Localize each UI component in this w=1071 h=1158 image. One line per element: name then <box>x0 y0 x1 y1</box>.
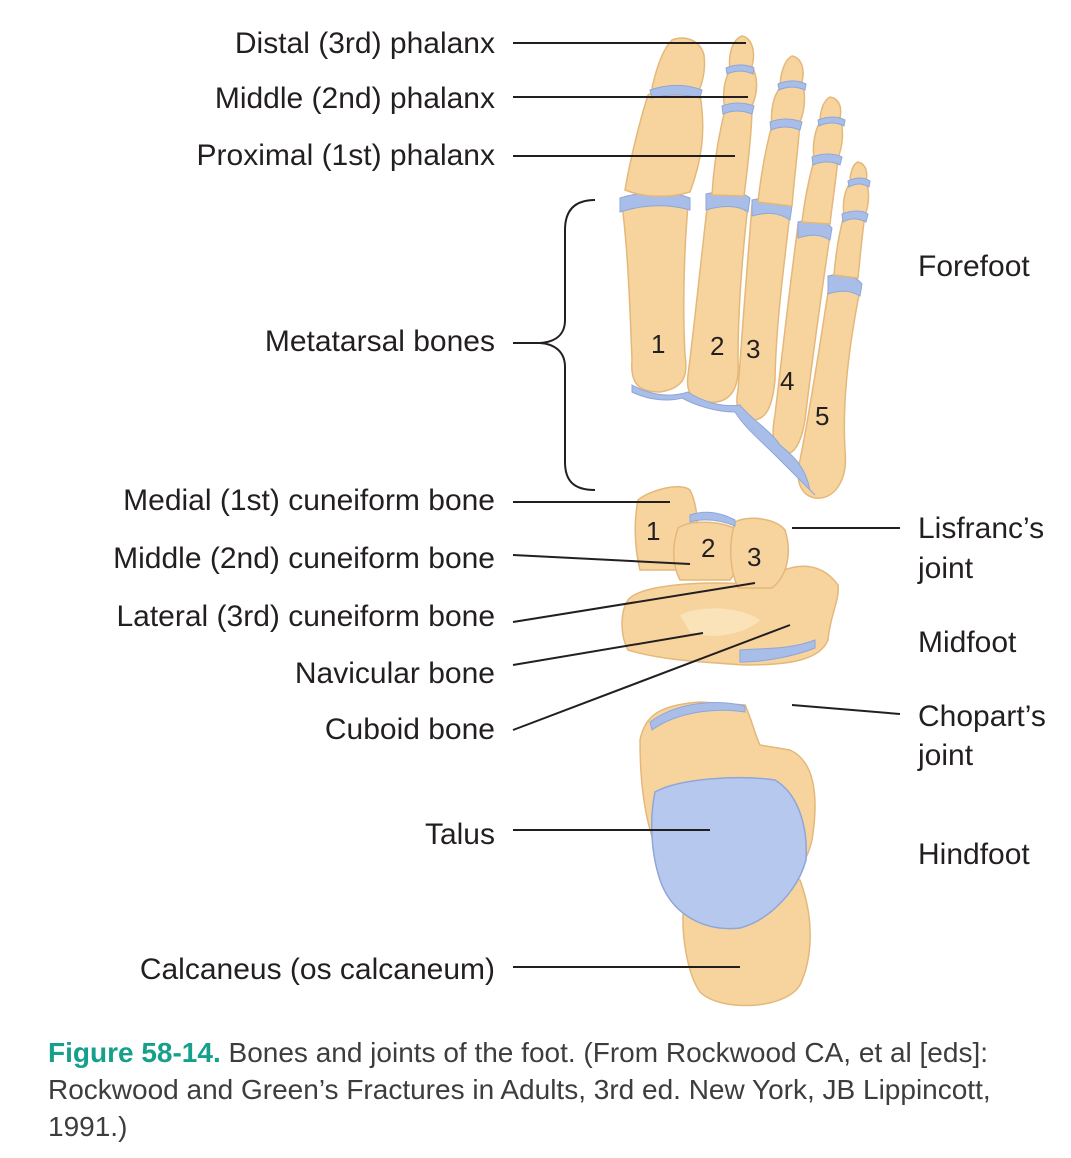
label-chopart-joint-line1: Chopart’s <box>918 700 1046 733</box>
big-toe-proximal-phalanx <box>624 89 704 198</box>
metatarsal-number: 1 <box>651 329 665 359</box>
label-lisfranc-joint-line1: Lisfranc’s <box>918 512 1044 545</box>
caption-text: Bones and joints of the foot. (From Rock… <box>48 1037 991 1142</box>
label-middle-cuneiform: Middle (2nd) cuneiform bone <box>113 542 495 575</box>
metatarsal-base-cartilage <box>631 384 816 496</box>
lateral-cuneiform-bone <box>729 517 790 589</box>
label-metatarsal-bones: Metatarsal bones <box>265 325 495 358</box>
label-distal-phalanx: Distal (3rd) phalanx <box>235 27 495 60</box>
label-midfoot: Midfoot <box>918 626 1017 659</box>
left-labels: Distal (3rd) phalanx Middle (2nd) phalan… <box>113 27 495 986</box>
label-lisfranc-joint-line2: joint <box>917 552 974 585</box>
metatarsal-bracket <box>539 199 596 491</box>
toe-3-cartilage <box>769 80 807 131</box>
talus-articular-surface <box>650 777 808 930</box>
talus-head-cartilage <box>649 702 746 731</box>
leader-navicular <box>512 632 704 666</box>
metatarsal-number: 5 <box>815 401 829 431</box>
label-hindfoot: Hindfoot <box>918 838 1030 871</box>
label-lateral-cuneiform: Lateral (3rd) cuneiform bone <box>116 600 495 633</box>
label-proximal-phalanx: Proximal (1st) phalanx <box>197 139 495 172</box>
figure-number: Figure 58-14. <box>48 1037 221 1068</box>
label-cuboid: Cuboid bone <box>325 713 495 746</box>
midfoot-cartilage <box>739 639 816 663</box>
figure-caption: Figure 58-14. Bones and joints of the fo… <box>48 1034 1038 1145</box>
leader-lines <box>512 42 901 968</box>
cuneiform-number: 1 <box>646 516 660 546</box>
metatarsal-number: 2 <box>710 331 724 361</box>
metatarsal-head-cartilage <box>619 190 863 297</box>
cuneiform-cartilage <box>689 511 736 527</box>
label-medial-cuneiform: Medial (1st) cuneiform bone <box>123 484 495 517</box>
cuneiform-number: 3 <box>747 542 761 572</box>
metatarsal-number: 3 <box>746 334 760 364</box>
navicular-highlight <box>680 608 760 636</box>
metatarsal-numbers: 1 2 3 4 5 <box>651 329 829 431</box>
label-forefoot: Forefoot <box>918 250 1030 283</box>
cuneiform-numbers: 1 2 3 <box>646 516 761 572</box>
toe-3-phalanges <box>757 55 806 207</box>
label-calcaneus: Calcaneus (os calcaneum) <box>140 953 495 986</box>
toe-4-cartilage <box>811 116 846 166</box>
metatarsal-1 <box>621 196 689 393</box>
right-labels: Forefoot Lisfranc’s joint Midfoot Chopar… <box>917 250 1046 871</box>
label-chopart-joint-line2: joint <box>917 739 974 772</box>
label-navicular: Navicular bone <box>295 657 495 690</box>
toe-5-cartilage <box>841 177 871 223</box>
leader-chopart-joint <box>791 704 901 715</box>
label-talus: Talus <box>425 818 495 851</box>
foot-illustration <box>619 35 871 1007</box>
label-middle-phalanx: Middle (2nd) phalanx <box>215 82 495 115</box>
foot-bones-diagram: 1 2 3 4 5 1 2 3 Distal (3rd) phalanx Mid… <box>113 27 1046 1007</box>
leader-middle-cuneiform <box>512 554 691 565</box>
cuneiform-number: 2 <box>701 533 715 563</box>
leader-lateral-cuneiform <box>512 582 756 623</box>
leader-cuboid <box>512 624 791 731</box>
metatarsal-number: 4 <box>780 366 794 396</box>
toe-2-cartilage <box>721 64 755 115</box>
toe-2-phalanges <box>711 35 758 197</box>
